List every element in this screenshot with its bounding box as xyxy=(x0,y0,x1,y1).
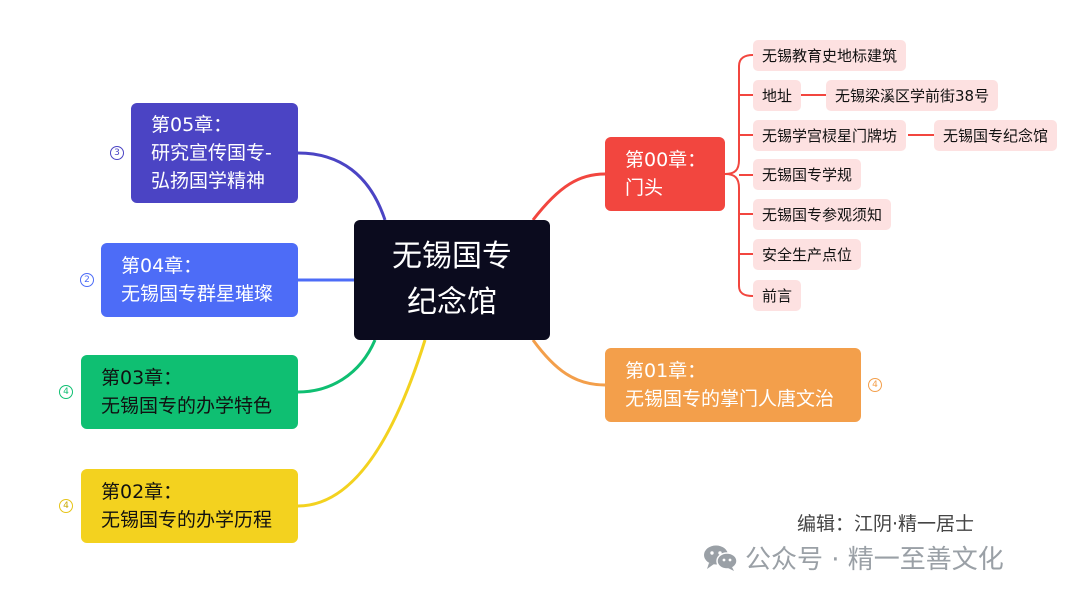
ch00-item-preface[interactable]: 前言 xyxy=(753,280,802,311)
chapter-05-subtitle-line1: 研究宣传国专- xyxy=(151,142,272,164)
wechat-icon xyxy=(703,544,739,572)
chapter-02-title: 第02章： xyxy=(101,481,183,503)
chapter-04-title: 第04章： xyxy=(121,255,203,277)
chapter-03-node[interactable]: 第03章： 无锡国专的办学特色 xyxy=(81,355,298,429)
chapter-02-subtitle: 无锡国专的办学历程 xyxy=(101,509,273,531)
chapter-00-node[interactable]: 第00章： 门头 xyxy=(605,137,725,211)
link-root-ch02 xyxy=(297,339,427,508)
chapter-04-count-badge[interactable]: 2 xyxy=(80,273,94,287)
ch00-item-lingxing-gate[interactable]: 无锡学宫棂星门牌坊 xyxy=(753,120,907,151)
ch00-item-address[interactable]: 地址 xyxy=(753,80,802,111)
chapter-05-count-badge[interactable]: 3 xyxy=(110,146,124,160)
ch00-item-safety-points[interactable]: 安全生产点位 xyxy=(753,239,862,270)
chapter-04-subtitle: 无锡国专群星璀璨 xyxy=(121,283,274,305)
chapter-03-subtitle: 无锡国专的办学特色 xyxy=(101,395,273,417)
editor-credit: 编辑：江阴·精一居士 xyxy=(797,513,975,535)
chapter-03-count-badge[interactable]: 4 xyxy=(59,385,73,399)
chapter-00-subtitle: 门头 xyxy=(625,177,664,199)
chapter-05-subtitle-line2: 弘扬国学精神 xyxy=(151,170,266,192)
link-root-ch01 xyxy=(531,339,606,387)
chapter-00-title: 第00章： xyxy=(625,149,707,171)
chapter-02-count-badge[interactable]: 4 xyxy=(59,499,73,513)
ch00-item-education-landmark[interactable]: 无锡教育史地标建筑 xyxy=(753,40,907,71)
link-root-ch03 xyxy=(297,339,377,394)
root-title-line1: 无锡国专 xyxy=(392,239,512,274)
ch00-branch xyxy=(724,54,934,297)
ch00-item-memorial-hall[interactable]: 无锡国专纪念馆 xyxy=(934,120,1058,151)
chapter-01-count-badge[interactable]: 4 xyxy=(868,378,882,392)
chapter-05-node[interactable]: 第05章： 研究宣传国专- 弘扬国学精神 xyxy=(131,103,298,203)
link-root-ch00 xyxy=(531,172,606,221)
chapter-01-title: 第01章： xyxy=(625,360,707,382)
ch00-item-visit-notice[interactable]: 无锡国专参观须知 xyxy=(753,199,892,230)
chapter-01-node[interactable]: 第01章： 无锡国专的掌门人唐文治 xyxy=(605,348,861,422)
chapter-04-node[interactable]: 第04章： 无锡国专群星璀璨 xyxy=(101,243,298,317)
chapter-02-node[interactable]: 第02章： 无锡国专的办学历程 xyxy=(81,469,298,543)
wechat-account-watermark: 公众号 · 精一至善文化 xyxy=(703,539,1004,576)
ch00-item-school-rules[interactable]: 无锡国专学规 xyxy=(753,159,862,190)
wechat-account-name: 公众号 · 精一至善文化 xyxy=(745,545,1004,575)
chapter-05-title: 第05章： xyxy=(151,114,233,136)
root-title-line2: 纪念馆 xyxy=(407,285,497,320)
chapter-03-title: 第03章： xyxy=(101,367,183,389)
chapter-01-subtitle: 无锡国专的掌门人唐文治 xyxy=(625,388,835,410)
ch00-item-address-value[interactable]: 无锡梁溪区学前街38号 xyxy=(826,80,999,111)
link-root-ch05 xyxy=(297,151,387,221)
root-node[interactable]: 无锡国专 纪念馆 xyxy=(354,220,550,340)
